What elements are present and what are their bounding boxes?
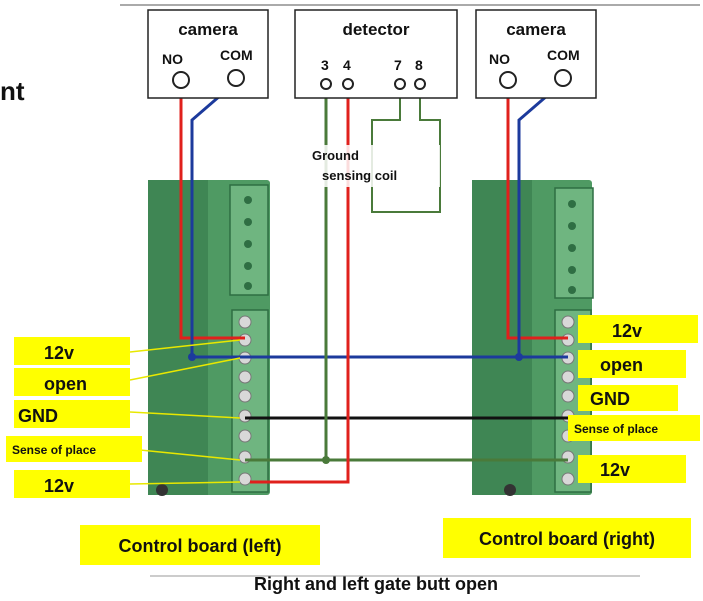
coil-label-line1: Ground [312,148,359,163]
stray-text: nt [0,76,25,106]
detector-title: detector [342,20,409,39]
detector-box: detector 3 4 7 8 [294,9,458,99]
right-label-open [578,350,686,378]
board-left-caption: Control board (left) [119,536,282,556]
left-label-12v-top [14,337,130,365]
camera-right-com: COM [547,47,580,63]
right-labels: 12v open GND Sense of place 12v [568,315,700,483]
camera-right-no: NO [489,51,510,67]
camera-left-no: NO [162,51,183,67]
terminal-com-right [554,69,572,87]
right-label-12v-bottom-text: 12v [600,460,630,480]
right-label-sense-text: Sense of place [574,422,658,436]
right-label-gnd [578,385,678,411]
right-label-12v-bottom [578,455,686,483]
board-right-caption-bg [443,518,691,558]
left-label-12v-bottom [14,470,130,498]
terminal-no-right [499,71,517,89]
left-label-12v-bottom-text: 12v [44,476,74,496]
detector-terminal-4: 4 [343,57,351,73]
terminal-com-left [227,69,245,87]
detector-terminal-8: 8 [415,57,423,73]
wire-right-no-red [506,82,568,340]
left-labels: 12v open GND Sense of place 12v [6,337,241,498]
left-label-gnd-text: GND [18,406,58,426]
right-label-12v-top-text: 12v [612,321,642,341]
coil-label-line2: sensing coil [322,168,397,183]
left-label-open-text: open [44,374,87,394]
terminal-no-left [172,71,190,89]
detector-terminal-7: 7 [394,57,402,73]
detector-terminal-3: 3 [321,57,329,73]
left-label-open [14,368,130,396]
right-label-12v-top [578,315,698,343]
right-label-sense [568,415,700,441]
right-label-gnd-text: GND [590,389,630,409]
left-label-12v-top-text: 12v [44,343,74,363]
left-label-sense-text: Sense of place [12,443,96,457]
ground-sensing-coil [371,88,441,213]
left-label-sense [6,436,142,462]
board-left-caption-bg [80,525,320,565]
camera-left-com: COM [220,47,253,63]
right-label-open-text: open [600,355,643,375]
board-right-caption: Control board (right) [479,529,655,549]
wire-com-blue [190,80,568,359]
left-label-gnd [14,400,130,428]
wire-left-no-red [179,82,245,340]
camera-right-title: camera [506,20,566,39]
camera-left-title: camera [178,20,238,39]
camera-box-left: camera NO COM [147,9,269,99]
camera-box-right: camera NO COM [475,9,597,99]
bottom-caption: Right and left gate butt open [254,574,498,594]
wire-detector-4-red [250,88,350,484]
